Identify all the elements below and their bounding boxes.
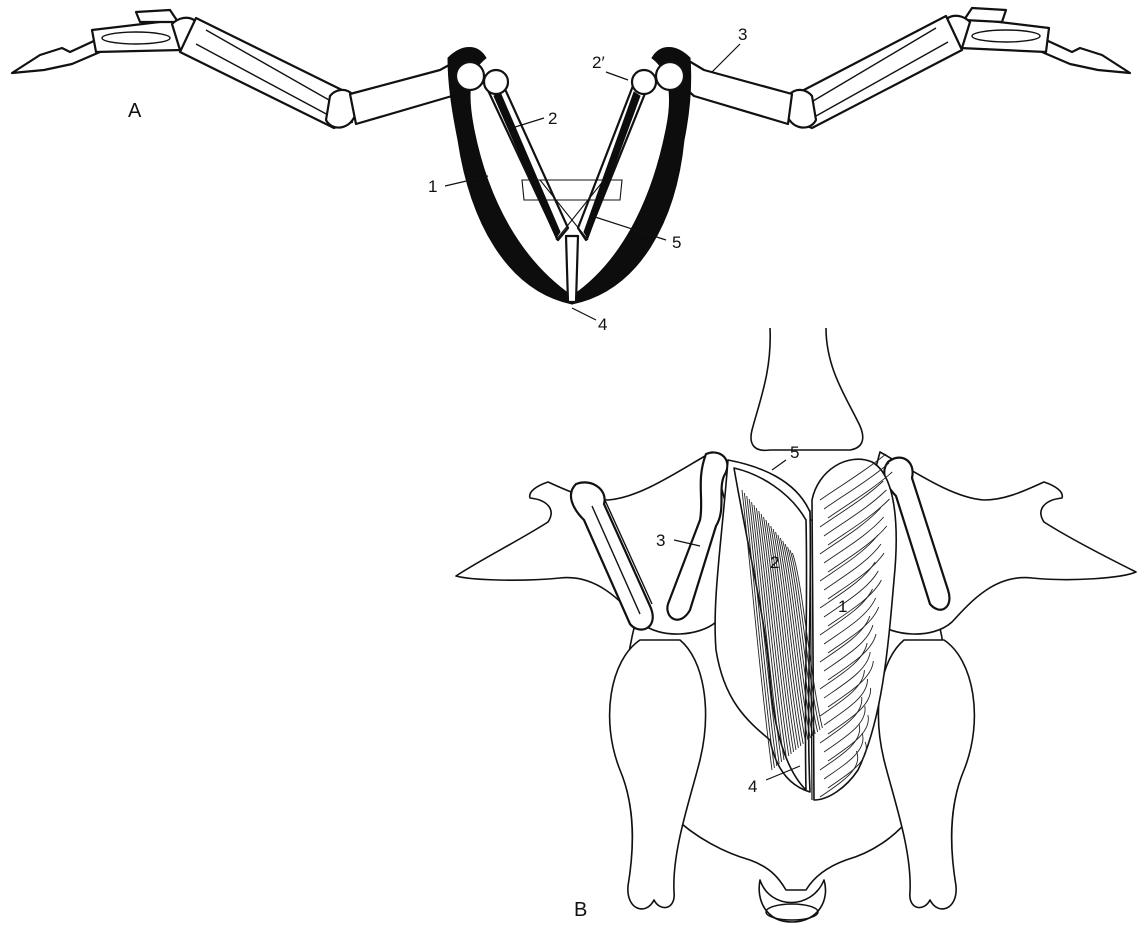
panel-b-letter: B	[574, 899, 587, 921]
shoulder-joint-left	[456, 62, 508, 94]
panel-a-label-3: 3	[738, 25, 747, 44]
panel-a-skeleton: A 1 2 2′ 3 4 5	[12, 8, 1130, 334]
panel-a-label-2: 2	[548, 109, 557, 128]
panel-b-label-2: 2	[770, 553, 779, 572]
panel-b-label-1: 1	[838, 597, 847, 616]
panel-a-label-5: 5	[672, 233, 681, 252]
sternum-keel	[566, 236, 578, 302]
panel-b-label-4: 4	[748, 777, 757, 796]
panel-b-label-3: 3	[656, 531, 665, 550]
panel-b-label-5: 5	[790, 443, 799, 462]
panel-b-bird-musculature: B 1 2 3 4 5	[456, 328, 1136, 922]
shoulder-joint-right	[632, 62, 684, 94]
leg-right	[878, 640, 974, 909]
left-wing-bones	[12, 10, 470, 128]
neck	[751, 328, 863, 450]
leg-left	[610, 640, 706, 909]
panel-a-label-4: 4	[598, 315, 607, 334]
panel-a-label-1: 1	[428, 177, 437, 196]
panel-a-label-2-prime: 2′	[592, 53, 605, 72]
panel-a-letter: A	[128, 100, 142, 122]
